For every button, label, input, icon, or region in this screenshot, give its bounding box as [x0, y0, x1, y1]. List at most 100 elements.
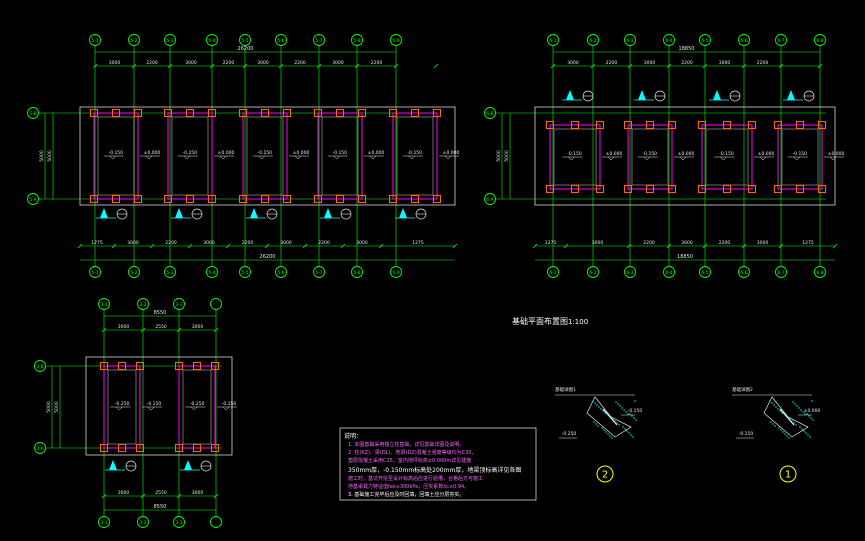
hatch-dot: [617, 403, 619, 405]
axis-bubble-label: 6-B: [486, 111, 493, 117]
hatch-dot: [806, 413, 808, 415]
axis-bubble-label: 6-6: [740, 270, 747, 276]
hatch-dot: [632, 436, 634, 438]
dim-top: 3000: [109, 60, 121, 66]
dim-tick: [176, 327, 182, 333]
level-label: ±0.000: [606, 151, 623, 157]
dim-tick: [627, 63, 633, 69]
dim-tick: [140, 327, 146, 333]
hatch-dot: [801, 428, 803, 430]
note-line-6: 地基承载力特征值fak≥300kPa，压实系数λc≥0.94。: [348, 483, 469, 490]
dim-tick: [354, 63, 360, 69]
column: [645, 120, 655, 130]
axis-bubble-top: [547, 34, 559, 46]
hatch-dot: [607, 433, 609, 435]
notes-box: 说明： 1. 本图基础采用独立柱基础，详见基础详图及说明。 2. 柱(KZ)、梁…: [339, 427, 537, 501]
dim-tick: [209, 63, 215, 69]
axis-bubble-bottom: [699, 266, 711, 278]
detail-label: 基础详图1: [555, 386, 576, 393]
axis-bubble-top: [206, 34, 218, 46]
dim-top: 2200: [146, 60, 158, 66]
column: [117, 361, 127, 371]
dim-tick: [340, 243, 346, 249]
dim-tick: [101, 327, 107, 333]
column: [282, 194, 292, 204]
column: [545, 120, 555, 130]
dim-top: 3000: [567, 60, 579, 66]
column: [722, 184, 732, 194]
axis-bubble-top: [624, 34, 636, 46]
dim-top: 2200: [757, 60, 769, 66]
axis-bubble-bottom: [239, 266, 251, 278]
dim-top: 3000: [192, 324, 204, 330]
column: [89, 194, 99, 204]
hatch-dot: [600, 408, 602, 410]
axis-bubble-bottom: [89, 266, 101, 278]
dim-tick: [626, 243, 632, 249]
foundation-plan-b: 6-16-16-26-26-36-36-46-46-56-56-66-66-76…: [484, 34, 844, 278]
axis-bubble-top: [390, 34, 402, 46]
dim-tick: [702, 243, 708, 249]
level-mark: [402, 155, 423, 160]
axis-bubble-label: 5-4: [208, 270, 215, 276]
hatch-dot: [635, 419, 637, 421]
hatch-dot: [780, 429, 782, 431]
column: [388, 194, 398, 204]
drawing-scale: 1:100: [568, 318, 588, 326]
hatch-dot: [808, 415, 810, 417]
hatch-dot: [802, 411, 804, 413]
north-symbol: [250, 208, 258, 218]
axis-bubble-side: [34, 442, 46, 454]
axis-bubble-label: 5-5: [241, 270, 248, 276]
hatch-dot: [592, 400, 594, 402]
dim-bottom: 1275: [412, 240, 424, 246]
column: [595, 120, 605, 130]
axis-bubble-top: [164, 34, 176, 46]
dim-tick: [532, 243, 538, 249]
axis-bubble-bottom: [210, 516, 222, 528]
level-label: -0.150: [147, 401, 162, 407]
detail-rebar: [779, 408, 795, 426]
dim-tick: [702, 63, 708, 69]
level-label: -0.150: [567, 151, 582, 157]
column: [697, 184, 707, 194]
axis-bubble-top: [775, 34, 787, 46]
column: [174, 443, 184, 453]
foundation-beam: [93, 112, 139, 200]
hatch-dot: [602, 410, 604, 412]
level-mark: [252, 155, 273, 160]
dim-tick: [101, 493, 107, 499]
column: [773, 184, 783, 194]
axis-bubble-top: [663, 34, 675, 46]
column: [357, 108, 367, 118]
dim-bottom: 3000: [118, 490, 130, 496]
foundation-beam: [777, 124, 823, 190]
level-mark: [217, 406, 237, 411]
dim-tick: [278, 63, 284, 69]
column: [210, 443, 220, 453]
dim-top: 3000: [719, 60, 731, 66]
dim-tick: [77, 243, 83, 249]
axis-bubble-label: 3-B: [36, 364, 43, 370]
hatch-dot: [772, 423, 774, 425]
dim-tick: [302, 243, 308, 249]
hatch-dot: [623, 409, 625, 411]
axis-bubble-bottom: [775, 266, 787, 278]
dim-tick: [92, 63, 98, 69]
note-line-4: 350mm厚，-0.150mm标高处200mm厚，地梁顶标高详见各图: [348, 466, 521, 474]
hatch-dot: [799, 426, 801, 428]
axis-bubble-label: 6-A: [486, 197, 494, 203]
column: [697, 120, 707, 130]
level-mark: [214, 155, 234, 160]
hatch-dot: [622, 426, 624, 428]
dim-top: 2200: [294, 60, 306, 66]
level-mark: [327, 155, 348, 160]
dim-top-total: 18850: [679, 46, 695, 52]
axis-bubble-side: [34, 360, 46, 372]
hatch-dot: [626, 430, 628, 432]
dim-tick: [590, 63, 596, 69]
north-symbol: [324, 208, 332, 218]
dim-top: 3000: [257, 60, 269, 66]
column: [645, 184, 655, 194]
